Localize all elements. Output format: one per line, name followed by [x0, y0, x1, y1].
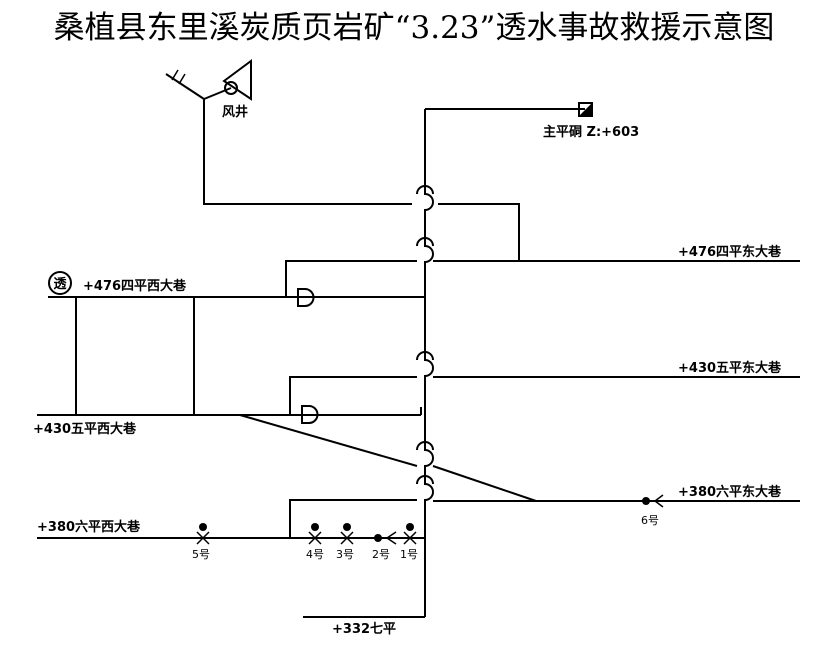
person-6-icon: [642, 494, 664, 508]
person-1-label: 1号: [400, 548, 418, 561]
person-3-label: 3号: [336, 548, 354, 561]
flood-point-label: 透: [53, 277, 66, 292]
person-3-icon: [340, 523, 354, 545]
level-476-east-label: +476四平东大巷: [678, 244, 782, 260]
person-6-label: 6号: [641, 514, 659, 527]
level-476-west-label: +476四平西大巷: [83, 278, 187, 294]
main-shaft: [424, 109, 434, 617]
person-2-icon: [374, 531, 397, 545]
person-4-icon: [308, 523, 322, 545]
person-2-label: 2号: [372, 548, 390, 561]
level-430-east-label: +430五平东大巷: [678, 360, 782, 376]
person-5-icon: [196, 523, 210, 545]
flood-point-icon: [48, 271, 72, 295]
diagram-title: 桑植县东里溪炭质页岩矿“3.23”透水事故救援示意图: [54, 10, 775, 46]
person-1-icon: [403, 523, 417, 545]
air-shaft-label: 风井: [222, 104, 248, 120]
incline-430-380-east: [432, 465, 537, 502]
level-332-label: +332七平: [332, 622, 396, 637]
level-380-west-label: +380六平西大巷: [37, 519, 141, 535]
person-4-label: 4号: [306, 548, 324, 561]
level-380-east-label: +380六平东大巷: [678, 484, 782, 500]
door-icon-476: [297, 288, 315, 307]
level-430-west-label: +430五平西大巷: [33, 421, 137, 437]
person-5-label: 5号: [192, 548, 210, 561]
incline-430-380-west: [239, 414, 418, 467]
air-shaft-icon: [165, 59, 252, 101]
air-shaft-line: [203, 99, 412, 205]
main-adit-label: 主平硐 Z:+603: [543, 124, 639, 140]
